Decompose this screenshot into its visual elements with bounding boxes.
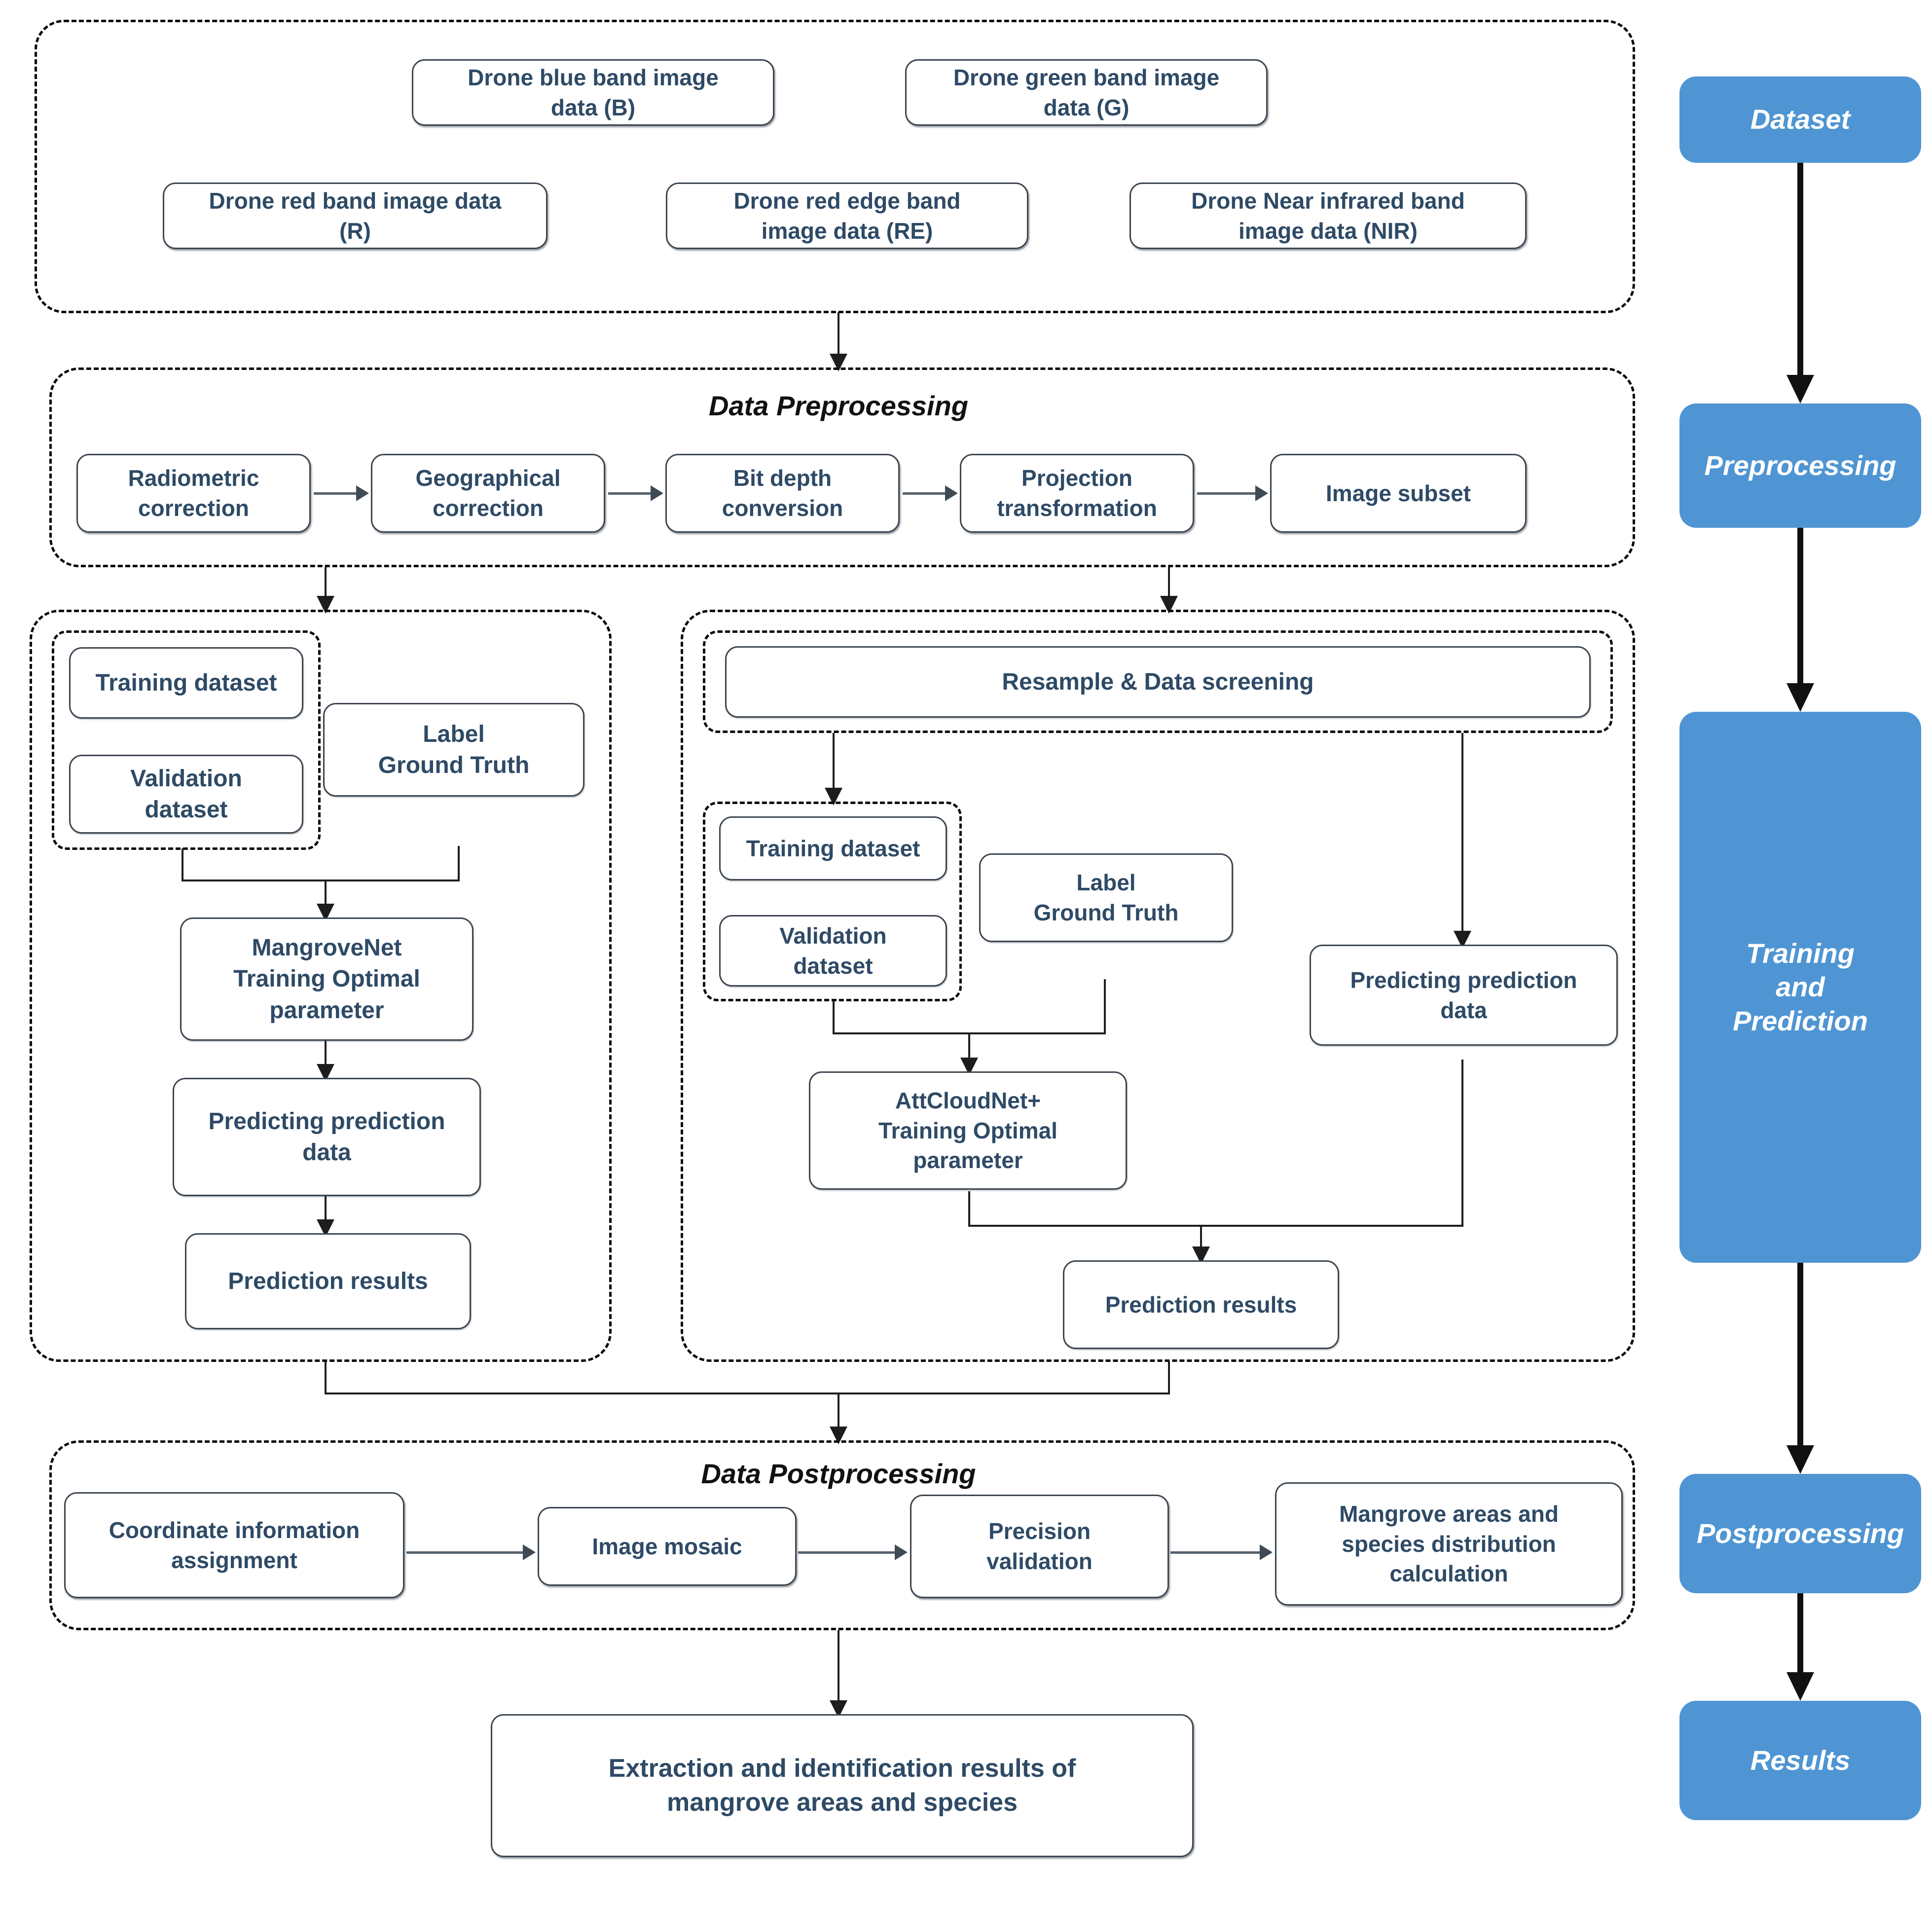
dataset-box-red-edge-band[interactable]: Drone red edge band image data (RE) [666,183,1028,249]
stage-pill-preprocessing[interactable]: Preprocessing [1679,403,1921,528]
postprocess-arrow-3 [1260,1544,1273,1560]
stage-pill-dataset[interactable]: Dataset [1679,76,1921,163]
data-preprocessing-group [49,367,1635,567]
preprocess-connector-3 [903,492,946,495]
right-validation-dataset-box[interactable]: Validation dataset [719,915,947,987]
stage-pill-results[interactable]: Results [1679,1701,1921,1820]
postprocess-connector-2 [798,1551,897,1554]
stage-pill-training-and-prediction[interactable]: Training and Prediction [1679,712,1921,1263]
right-attcloudnet-training-box[interactable]: AttCloudNet+ Training Optimal parameter [809,1071,1127,1190]
preprocess-step-radiometric-correction[interactable]: Radiometric correction [76,454,311,533]
left-training-dataset-box[interactable]: Training dataset [69,647,303,719]
dataset-box-green-band[interactable]: Drone green band image data (G) [905,59,1268,126]
left-mangrovenet-training-box[interactable]: MangroveNet Training Optimal parameter [180,917,474,1041]
left-prediction-results-box[interactable]: Prediction results [185,1233,471,1329]
postprocess-step-coordinate-assignment[interactable]: Coordinate information assignment [64,1492,404,1598]
dataset-box-blue-band[interactable]: Drone blue band image data (B) [412,59,774,126]
dataset-box-red-band[interactable]: Drone red band image data (R) [163,183,547,249]
postprocess-arrow-2 [895,1544,908,1560]
postprocess-arrow-1 [523,1544,536,1560]
preprocess-arrow-1 [356,485,369,501]
data-postprocessing-group [49,1440,1635,1630]
data-postprocessing-title: Data Postprocessing [701,1458,976,1489]
right-resample-subgroup [703,630,1613,733]
right-predicting-prediction-data-box[interactable]: Predicting prediction data [1310,945,1618,1046]
preprocess-arrow-2 [651,485,663,501]
stage-pill-postprocessing[interactable]: Postprocessing [1679,1474,1921,1593]
dataset-box-nir-band[interactable]: Drone Near infrared band image data (NIR… [1130,183,1527,249]
left-label-ground-truth-box[interactable]: Label Ground Truth [323,703,584,797]
left-predicting-prediction-data-box[interactable]: Predicting prediction data [173,1078,481,1196]
left-branch-group [30,610,612,1362]
right-label-ground-truth-box[interactable]: Label Ground Truth [979,853,1233,942]
postprocess-step-mangrove-calculation[interactable]: Mangrove areas and species distribution … [1275,1482,1623,1606]
right-resample-data-screening-box[interactable]: Resample & Data screening [725,646,1591,718]
preprocess-connector-2 [608,492,652,495]
postprocess-connector-3 [1170,1551,1262,1554]
preprocess-step-geographical-correction[interactable]: Geographical correction [371,454,605,533]
left-branch-dataset-subgroup [52,630,321,850]
right-branch-group [681,610,1635,1362]
preprocess-connector-1 [314,492,357,495]
preprocess-connector-4 [1197,492,1256,495]
preprocess-arrow-4 [1255,485,1268,501]
preprocess-arrow-3 [945,485,958,501]
final-output-box[interactable]: Extraction and identification results of… [491,1714,1194,1857]
preprocess-step-bit-depth-conversion[interactable]: Bit depth conversion [665,454,900,533]
right-branch-dataset-subgroup [703,802,962,1001]
dataset-group [35,20,1635,313]
postprocess-connector-1 [406,1551,525,1554]
right-prediction-results-box[interactable]: Prediction results [1063,1260,1339,1349]
postprocess-step-image-mosaic[interactable]: Image mosaic [538,1507,797,1586]
postprocess-step-precision-validation[interactable]: Precision validation [910,1495,1169,1598]
data-preprocessing-title: Data Preprocessing [709,390,968,421]
preprocess-step-image-subset[interactable]: Image subset [1270,454,1527,533]
left-validation-dataset-box[interactable]: Validation dataset [69,755,303,834]
preprocess-step-projection-transformation[interactable]: Projection transformation [960,454,1194,533]
right-training-dataset-box[interactable]: Training dataset [719,816,947,880]
